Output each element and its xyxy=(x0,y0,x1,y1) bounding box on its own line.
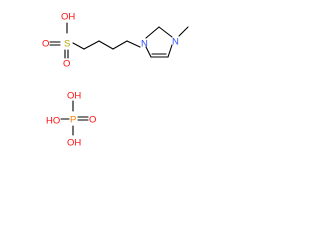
structure-canvas: OH S O O N N OH HO P O OH xyxy=(42,12,189,149)
chemical-structure-diagram: OH S O O N N OH HO P O OH xyxy=(0,0,219,159)
atom-label-s-oh: OH xyxy=(61,12,75,23)
ring-bond-c5-n1 xyxy=(145,46,152,58)
atom-label-s-oxygen-bottom: O xyxy=(63,59,70,70)
atom-label-ring-n1: N xyxy=(141,39,148,50)
atom-label-p-oh-bottom: OH xyxy=(67,138,81,149)
ring-bond-n1-c2 xyxy=(145,26,160,39)
chain-bond-4 xyxy=(112,40,128,50)
atom-label-ring-n3: N xyxy=(172,37,179,48)
ring-bond-c2-n3 xyxy=(158,26,173,38)
atom-label-p-oh-top: OH xyxy=(67,91,81,102)
chain-bond-2 xyxy=(83,40,100,50)
chain-bond-5 xyxy=(126,40,141,48)
atom-label-p-ho-left: HO xyxy=(46,116,60,127)
chain-bond-1 xyxy=(72,42,85,50)
chain-bond-3 xyxy=(98,40,114,50)
n-methyl-bond xyxy=(178,26,189,37)
sulfonate-butyl-imidazoline xyxy=(49,22,189,59)
atom-label-sulfur: S xyxy=(64,39,70,50)
atom-label-s-oxygen-left: O xyxy=(42,39,49,50)
phosphoric-acid xyxy=(60,100,89,136)
ring-bond-n3-c4 xyxy=(167,44,173,58)
atom-label-p-oxygen: O xyxy=(89,115,96,126)
atom-label-phosphorus: P xyxy=(70,115,76,126)
